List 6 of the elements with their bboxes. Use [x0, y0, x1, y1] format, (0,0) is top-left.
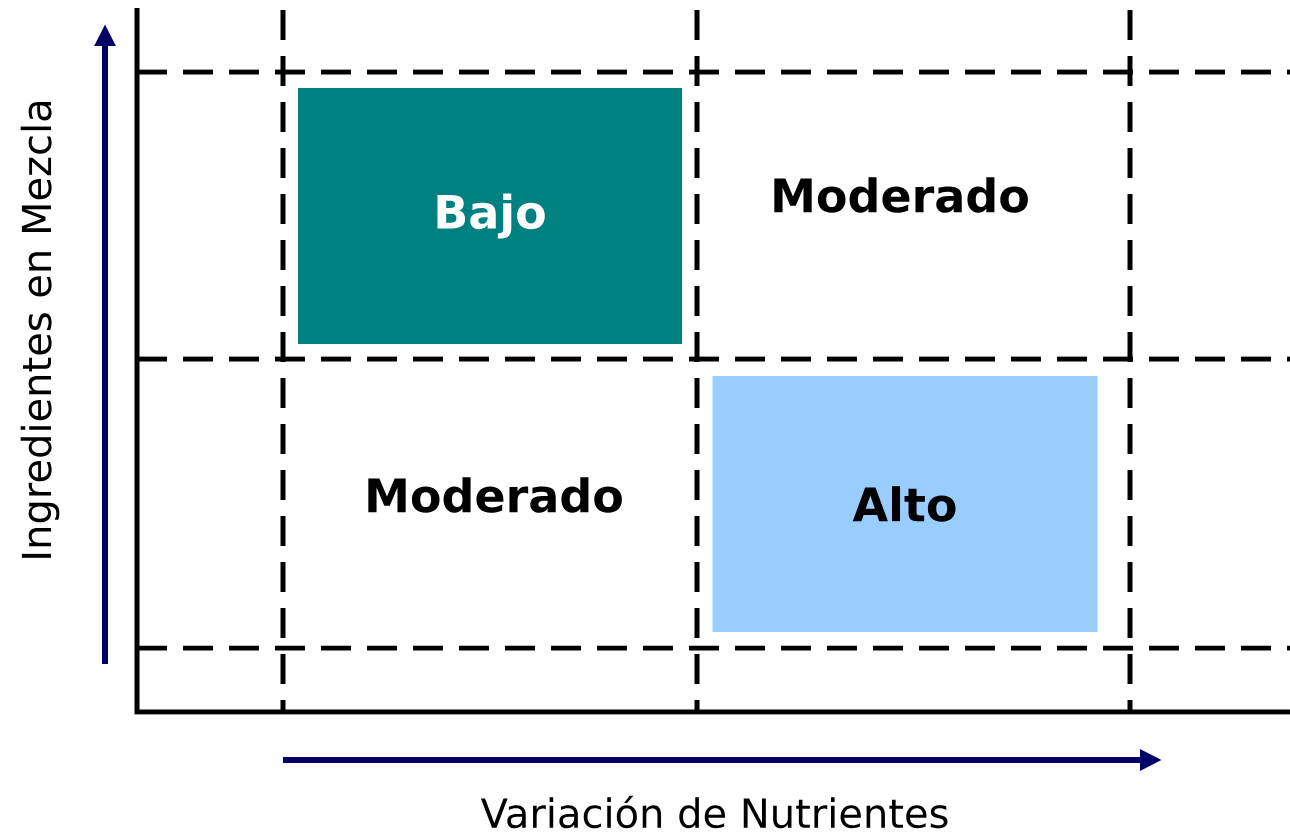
axis-title: Ingredientes en Mezcla — [20, 101, 60, 558]
quadrant-label: Moderado — [774, 177, 1028, 213]
quadrant-box: Alto — [712, 376, 1098, 632]
axis-title: Variación de Nutrientes — [480, 795, 948, 829]
quadrant-label: Moderado — [368, 477, 622, 513]
quadrant-box: Bajo — [298, 88, 682, 344]
